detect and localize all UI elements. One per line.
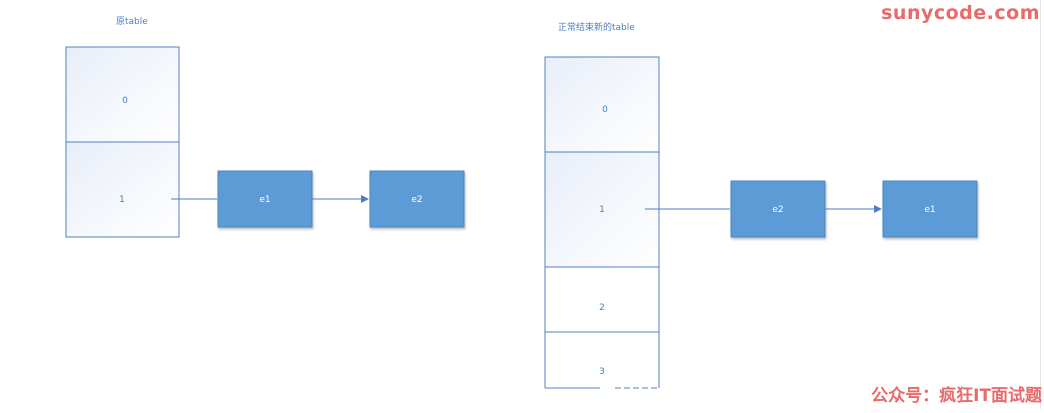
left-node-2-label: e2 [411,195,422,205]
left-node-2 [369,170,465,228]
right-slot-1-box [544,151,660,268]
right-node-2 [882,180,978,238]
left-table: 0 1 [65,46,180,238]
right-slot-3-box [544,331,660,388]
right-slot-0-box [544,56,660,153]
left-node-1-label: e1 [259,195,270,205]
left-slot-0-label: 0 [122,96,128,106]
page-edge-divider [1040,0,1041,409]
right-slot-2-box [544,266,660,333]
right-node-2-label: e1 [924,205,935,215]
right-slot-0-label: 0 [602,105,608,115]
left-slot-1-box [65,141,180,238]
left-diagram-title: 原table [116,17,148,27]
left-slot-0-box [65,46,180,143]
right-slot-2-label: 2 [599,303,605,313]
right-slot-1-label: 1 [599,205,605,215]
account-watermark: 公众号：疯狂IT面试题 [871,386,1042,406]
right-table: 0 1 2 3 [544,56,660,389]
site-watermark: sunycode.com [881,2,1040,24]
right-diagram-title: 正常结束新的table [558,23,635,33]
right-node-1 [730,180,826,238]
right-slot-3-label: 3 [599,367,605,377]
left-slot-1-label: 1 [119,195,125,205]
right-node-1-label: e2 [772,205,783,215]
